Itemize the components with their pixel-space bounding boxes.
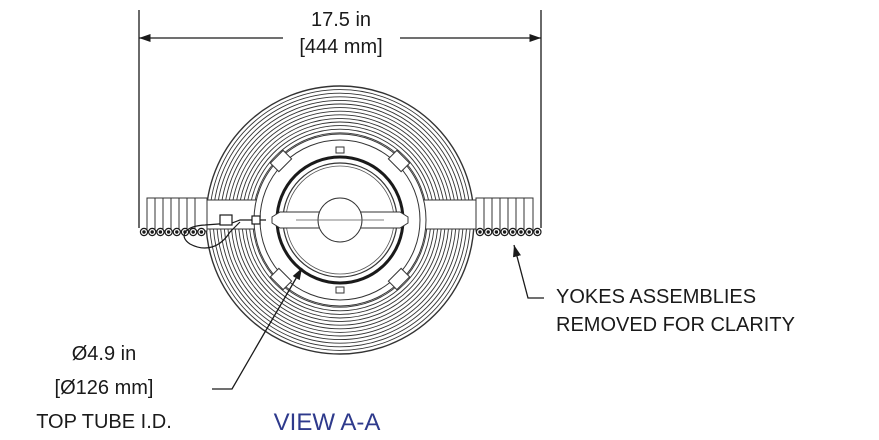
width-imperial-label: 17.5 in [311, 9, 371, 31]
view-title: VIEW A-A [274, 409, 381, 436]
diameter-leader [212, 267, 303, 390]
terminal-dot [535, 230, 540, 234]
terminal-dot [527, 230, 531, 234]
left-terminals [139, 227, 206, 237]
terminal-dot [199, 230, 204, 234]
diameter-metric-label: [Ø126 mm] [55, 377, 154, 399]
terminal-dot [478, 230, 482, 234]
terminal-dot [486, 230, 490, 234]
terminal-dot [175, 230, 179, 234]
terminal-dot [191, 230, 195, 234]
sensor-cable [183, 214, 266, 249]
terminal-dot [150, 230, 154, 234]
yokes-note-line1: YOKES ASSEMBLIES [556, 286, 756, 308]
yokes-leader [513, 244, 544, 299]
top-tube [271, 155, 409, 285]
terminal-dot [142, 230, 146, 234]
diameter-imperial-label: Ø4.9 in [72, 343, 136, 365]
width-metric-label: [444 mm] [299, 36, 382, 58]
terminal-dot [494, 230, 499, 234]
overall-width-dimension [138, 10, 542, 228]
top-tube-id-label: TOP TUBE I.D. [36, 411, 172, 433]
terminal-dot [519, 230, 523, 234]
yokes-note-line2: REMOVED FOR CLARITY [556, 314, 795, 336]
right-terminals [475, 227, 542, 237]
terminal-dot [502, 230, 507, 234]
terminal-dot [511, 230, 515, 234]
terminal-dot [166, 230, 171, 234]
left-mount-block [146, 197, 266, 232]
right-mount-block [415, 197, 534, 232]
terminal-dot [158, 230, 163, 234]
